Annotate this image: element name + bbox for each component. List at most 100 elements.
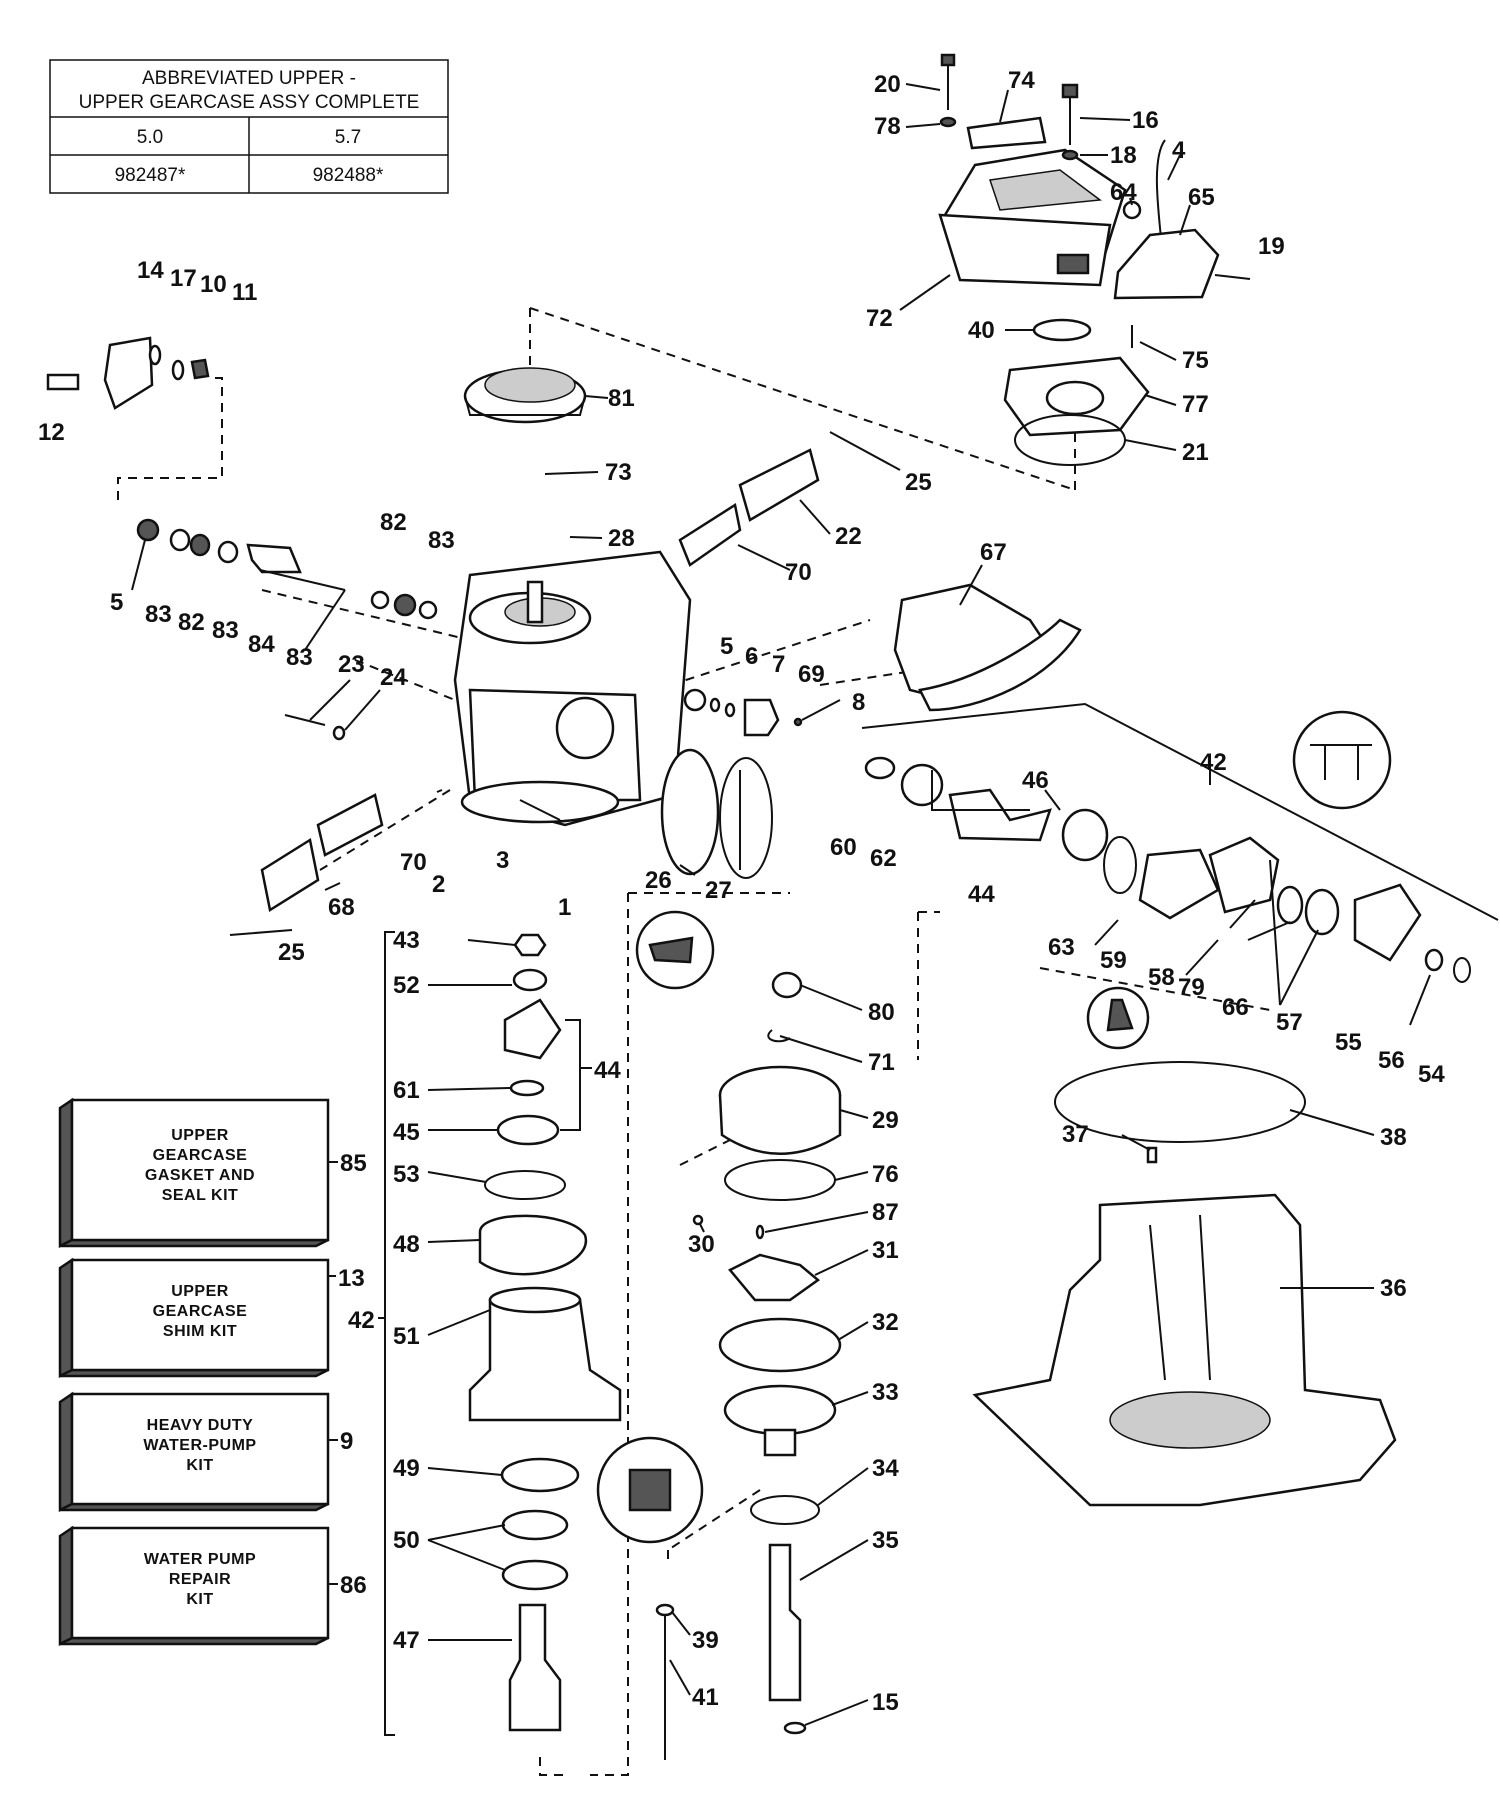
- kit-repair-line1: WATER PUMP: [144, 1551, 256, 1568]
- callout-3: 3: [496, 847, 509, 874]
- callout-81: 81: [608, 385, 635, 412]
- callout-54: 54: [1418, 1061, 1445, 1088]
- callout-61: 61: [393, 1077, 420, 1104]
- callout-77: 77: [1182, 391, 1209, 418]
- kit-shim-ref: 13: [338, 1265, 365, 1292]
- kit-hd-pump-line3: KIT: [186, 1457, 213, 1474]
- callout-25-bottom: 25: [278, 939, 305, 966]
- callout-15: 15: [872, 1689, 899, 1716]
- callout-10: 10: [200, 271, 227, 298]
- part-cover-plate: [1003, 318, 1150, 466]
- kit-box-shim: UPPER GEARCASE SHIM KIT 13: [58, 1257, 365, 1379]
- table-part-col1: 982487*: [115, 165, 186, 186]
- callout-83-c: 83: [286, 644, 313, 671]
- table-header-line2: UPPER GEARCASE ASSY COMPLETE: [79, 92, 420, 113]
- callout-4: 4: [1172, 137, 1186, 164]
- table-header-line1: ABBREVIATED UPPER -: [142, 68, 356, 89]
- callout-70-top: 70: [785, 559, 812, 586]
- callout-17: 17: [170, 265, 197, 292]
- callout-62: 62: [870, 845, 897, 872]
- callout-56: 56: [1378, 1047, 1405, 1074]
- callout-12: 12: [38, 419, 65, 446]
- part-left-stack: [468, 933, 622, 1732]
- callout-32: 32: [872, 1309, 899, 1336]
- part-quadrant-67: [893, 583, 1082, 712]
- callout-50: 50: [393, 1527, 420, 1554]
- callout-75: 75: [1182, 347, 1209, 374]
- callout-48: 48: [393, 1231, 420, 1258]
- callout-1: 1: [558, 894, 571, 921]
- part-shift-levers: [46, 336, 210, 410]
- callout-83-b: 83: [212, 617, 239, 644]
- kit-hd-pump-line2: WATER-PUMP: [143, 1437, 256, 1454]
- callout-30: 30: [688, 1231, 715, 1258]
- callout-53: 53: [393, 1161, 420, 1188]
- callout-27: 27: [705, 877, 732, 904]
- kit-box-water-pump-hd: HEAVY DUTY WATER-PUMP KIT 9: [58, 1391, 353, 1513]
- callout-8: 8: [852, 689, 865, 716]
- callout-51: 51: [393, 1323, 420, 1350]
- callout-2: 2: [432, 871, 445, 898]
- callout-44-right: 44: [968, 881, 995, 908]
- kit-shim-line2: GEARCASE: [153, 1303, 248, 1320]
- callout-67: 67: [980, 539, 1007, 566]
- kit-gasket-line1: UPPER: [171, 1127, 229, 1144]
- part-gear-81: [463, 367, 587, 424]
- callout-60: 60: [830, 834, 857, 861]
- part-exhaust-housing-36: [972, 1061, 1397, 1507]
- part-pump-stack: [655, 971, 842, 1760]
- callout-29: 29: [872, 1107, 899, 1134]
- callout-70-bottom: 70: [400, 849, 427, 876]
- callout-46: 46: [1022, 767, 1049, 794]
- callout-76: 76: [872, 1161, 899, 1188]
- callout-21: 21: [1182, 439, 1209, 466]
- callout-28: 28: [608, 525, 635, 552]
- callout-19: 19: [1258, 233, 1285, 260]
- leader-lines: [131, 83, 1431, 1726]
- bracket-group-42-left: [378, 931, 395, 1736]
- callout-74: 74: [1008, 67, 1035, 94]
- table-model-col1: 5.0: [137, 127, 163, 148]
- kit-hd-pump-ref: 9: [340, 1428, 353, 1455]
- callout-45: 45: [393, 1119, 420, 1146]
- callout-82-b: 82: [380, 509, 407, 536]
- callout-36: 36: [1380, 1275, 1407, 1302]
- callout-47: 47: [393, 1627, 420, 1654]
- callout-58: 58: [1148, 964, 1175, 991]
- callout-22: 22: [835, 523, 862, 550]
- callout-69: 69: [798, 661, 825, 688]
- kit-box-water-pump-repair: WATER PUMP REPAIR KIT 86: [58, 1525, 367, 1647]
- callout-16: 16: [1132, 107, 1159, 134]
- part-drive-shaft-44: [864, 756, 1471, 983]
- kit-box-gasket-seal: UPPER GEARCASE GASKET AND SEAL KIT 85: [58, 1097, 367, 1249]
- kit-gasket-line4: SEAL KIT: [162, 1187, 239, 1204]
- callout-80: 80: [868, 999, 895, 1026]
- callout-82-a: 82: [178, 609, 205, 636]
- callout-42-right: 42: [1200, 749, 1227, 776]
- callout-34: 34: [872, 1455, 899, 1482]
- callout-79: 79: [1178, 974, 1205, 1001]
- part-side-fasteners: [683, 688, 803, 737]
- callout-labels: 20 74 78 16 18 4 64 65 19 72 40 75 77 21…: [38, 67, 1445, 1716]
- callout-73: 73: [605, 459, 632, 486]
- callout-87: 87: [872, 1199, 899, 1226]
- callout-65: 65: [1188, 184, 1215, 211]
- callout-31: 31: [872, 1237, 899, 1264]
- part-housing-1: [453, 550, 692, 827]
- callout-40: 40: [968, 317, 995, 344]
- callout-49: 49: [393, 1455, 420, 1482]
- callout-83-a: 83: [145, 601, 172, 628]
- callout-24: 24: [380, 664, 407, 691]
- callout-39: 39: [692, 1627, 719, 1654]
- table-part-col2: 982488*: [313, 165, 384, 186]
- callout-43: 43: [393, 927, 420, 954]
- part-shift-cover: [938, 148, 1127, 287]
- callout-26: 26: [645, 867, 672, 894]
- callout-44-left: 44: [594, 1057, 621, 1084]
- kit-hd-pump-line1: HEAVY DUTY: [147, 1417, 254, 1434]
- callout-72: 72: [866, 305, 893, 332]
- assembly-table: ABBREVIATED UPPER - UPPER GEARCASE ASSY …: [49, 59, 449, 194]
- callout-42-left: 42: [348, 1307, 375, 1334]
- callout-6: 6: [745, 643, 758, 670]
